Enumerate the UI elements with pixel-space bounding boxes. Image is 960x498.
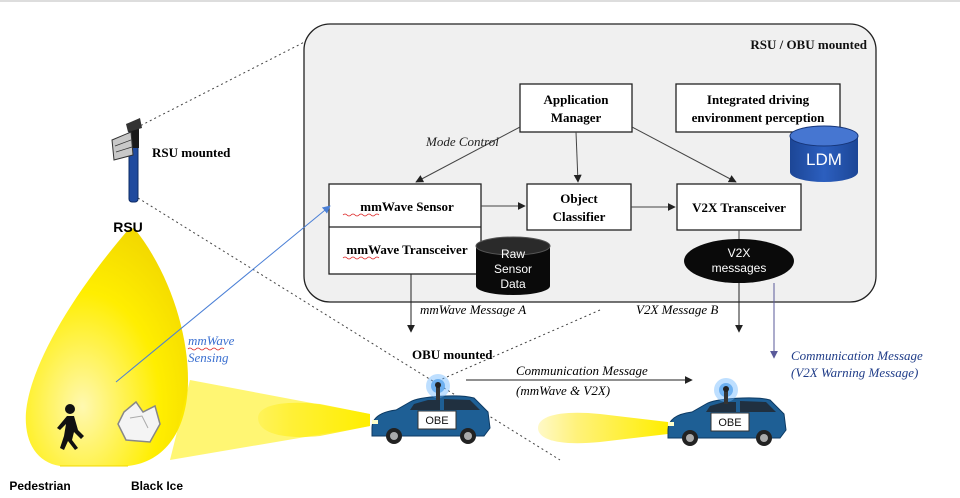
pedestrian-label: Pedestrian (9, 479, 70, 493)
v2x-messages-line2: messages (712, 261, 767, 275)
panel-title: RSU / OBU mounted (750, 37, 867, 52)
ldm-label: LDM (806, 150, 842, 169)
rsu-pole-icon (111, 118, 142, 203)
raw-sensor-data-icon (475, 236, 551, 295)
raw-sensor-line1: Raw (501, 247, 525, 261)
v2x-message-b-label: V2X Message B (636, 302, 718, 317)
panel-obu-link (439, 309, 601, 381)
headlight-beam-right (538, 412, 668, 444)
rsu-panel-link-top (131, 29, 329, 131)
application-manager-line1: Application (543, 92, 609, 107)
integrated-perception-line2: environment perception (692, 110, 826, 125)
mmwave-sensor-label: mmWave Sensor (360, 199, 454, 214)
object-classifier-line2: Classifier (553, 209, 606, 224)
ldm-database-icon (789, 125, 859, 182)
raw-sensor-line3: Data (500, 277, 526, 291)
obe-left-box (417, 410, 457, 430)
spellcheck-underline-2 (342, 256, 380, 260)
mode-control-arrow (415, 126, 521, 183)
v2x-transceiver-box (676, 183, 802, 231)
black-ice-icon (117, 400, 161, 443)
manager-to-v2x-arrow (631, 126, 737, 183)
raw-sensor-line2: Sensor (494, 262, 532, 276)
v2x-messages-ellipse (684, 239, 794, 283)
v2x-messages-line1: V2X (728, 246, 751, 260)
antenna-right-icon (714, 378, 738, 404)
black-ice-label: Black Ice (131, 479, 183, 493)
pedestrian-icon (57, 404, 84, 450)
rsu-label: RSU (113, 219, 143, 235)
comm-message-mid-line1: Communication Message (516, 363, 648, 378)
sensing-beam (25, 228, 188, 466)
antenna-left-icon (426, 374, 450, 400)
application-manager-box (519, 83, 633, 133)
mmwave-sensing-line1: mmWave (188, 333, 235, 348)
integrated-perception-box (675, 83, 841, 133)
headlight-cone-left (170, 380, 370, 460)
mmwave-sensing-arrow (115, 205, 331, 383)
application-manager-line2: Manager (551, 110, 602, 125)
obe-right-label: OBE (718, 417, 741, 429)
rsu-mounted-label: RSU mounted (152, 145, 231, 160)
mmwave-transceiver-label: mmWave Transceiver (346, 242, 467, 257)
obe-left-label: OBE (425, 415, 448, 427)
mode-control-label: Mode Control (425, 134, 499, 149)
comm-message-mid-line2: (mmWave & V2X) (516, 383, 610, 398)
spellcheck-underline-3 (187, 347, 225, 351)
integrated-perception-line1: Integrated driving (707, 92, 810, 107)
comm-message-right-line1: Communication Message (791, 348, 923, 363)
mmwave-message-a-label: mmWave Message A (420, 302, 526, 317)
mmwave-module-box (328, 183, 482, 275)
object-classifier-line1: Object (560, 191, 598, 206)
spellcheck-underline-1 (342, 213, 380, 217)
manager-to-classifier-arrow (573, 131, 582, 183)
mmwave-sensing-line2: Sensing (188, 350, 229, 365)
obe-right-box (710, 412, 750, 432)
comm-message-right-line2: (V2X Warning Message) (791, 365, 918, 380)
v2x-transceiver-label: V2X Transceiver (692, 200, 786, 215)
obu-mounted-label: OBU mounted (412, 347, 493, 362)
